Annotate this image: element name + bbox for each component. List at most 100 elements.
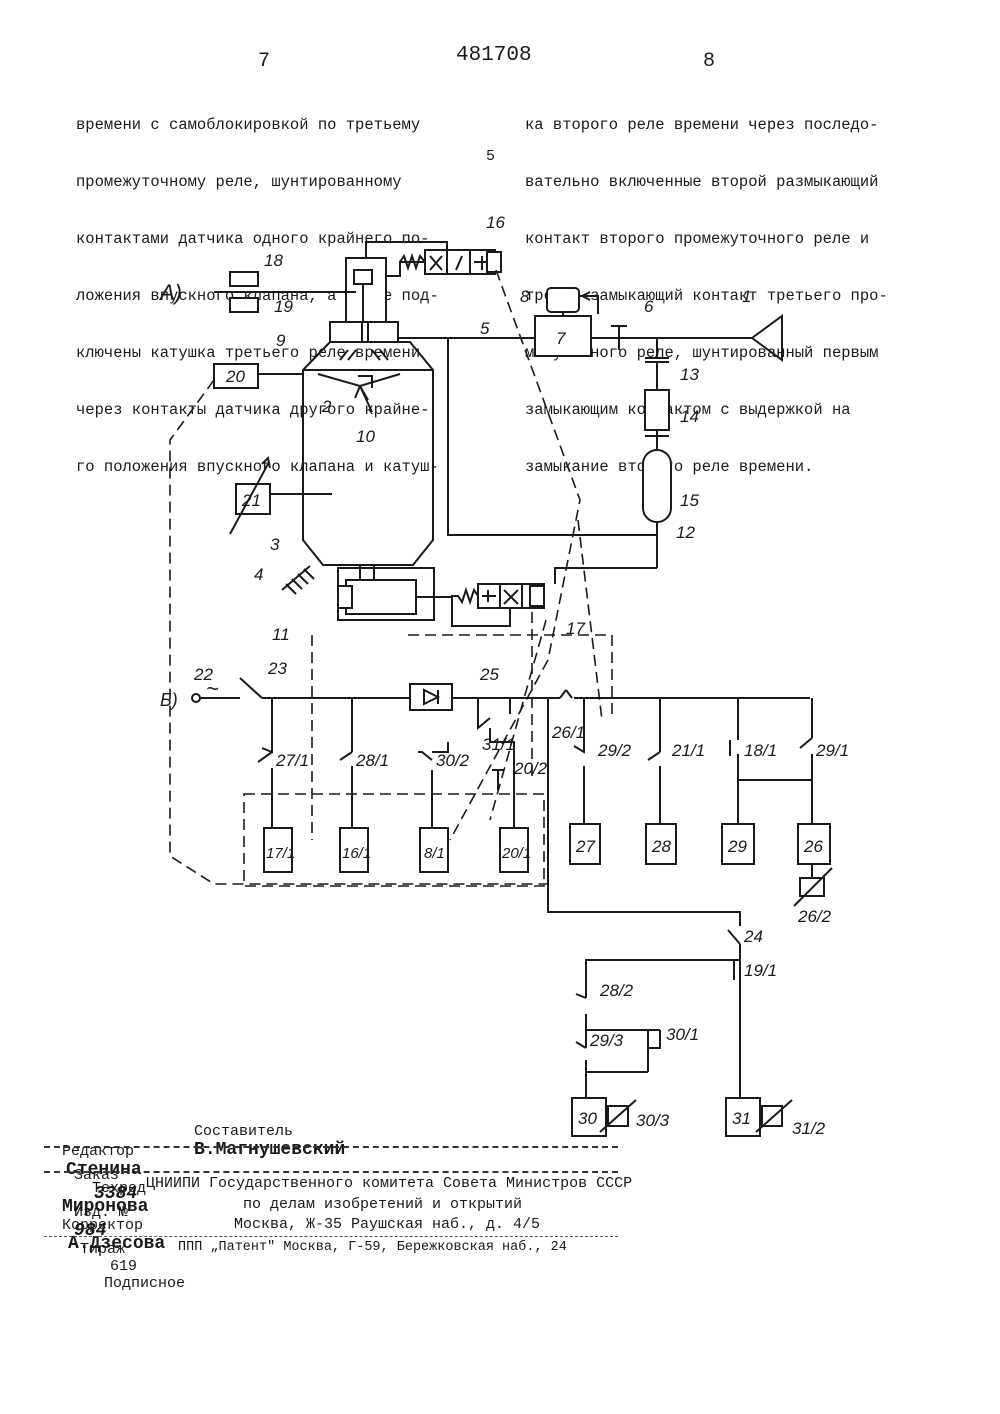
org-line-3: Москва, Ж-35 Раушская наб., д. 4/5 [234,1216,540,1233]
box-21-label: 21 [241,491,261,510]
edition-label: Изд. № [74,1204,128,1221]
label-4: 4 [254,565,263,584]
imprint-divider-printer [44,1236,618,1237]
print-run-value: 619 [110,1258,137,1275]
diagram-stroke [360,386,368,400]
order-label: Заказ [74,1167,119,1184]
diagram-stroke [728,960,740,980]
filter-14 [645,390,669,430]
label-11: 11 [272,625,290,644]
diagram-stroke [730,698,738,824]
label-19-1: 19/1 [744,961,777,980]
compiler-label: Составитель [194,1123,293,1140]
label-22: 22 [193,665,213,684]
label-13: 13 [680,365,699,384]
cylinder-11 [346,580,416,614]
relay-27-label: 27 [575,837,595,856]
label-17: 17 [566,619,585,638]
diagram-stroke [340,752,352,760]
relay-31-label: 31 [732,1109,751,1128]
relay-30-label: 30 [578,1109,597,1128]
imprint-compiler-row: Составитель В.Магнушевский [176,1106,345,1160]
relay-28-label: 28 [651,837,671,856]
coil-17-1-label: 17/1 [266,845,295,862]
diagram-stroke [262,698,272,828]
diagram-stroke [286,569,314,594]
label-28-2: 28/2 [599,981,634,1000]
actuator-piston [354,270,372,284]
label-2: 2 [321,397,332,416]
label-30-2: 30/2 [436,751,470,770]
label-30-3: 30/3 [636,1111,670,1130]
diagram-stroke [574,698,584,824]
diagram-stroke [492,770,504,790]
diagram-stroke [530,586,544,606]
label-25: 25 [479,665,499,684]
label-5: 5 [480,319,490,338]
coil-8-1-label: 8/1 [424,845,445,862]
label-26-1: 26/1 [551,723,585,742]
label-18: 18 [264,251,283,270]
diagram-stroke [386,262,425,276]
diagram-stroke [355,386,360,398]
diagram-stroke [340,350,388,360]
diagram-stroke [555,568,657,584]
label-24: 24 [743,927,763,946]
label-1: 1 [742,287,751,306]
rectifier-25 [410,684,452,710]
diagram-stroke [800,698,812,824]
diagram-stroke [478,698,514,828]
label-16: 16 [486,213,505,232]
diagram-stroke [258,752,272,762]
diagram-stroke [487,252,501,272]
diagram-stroke [448,338,657,535]
label-20-2: 20/2 [513,759,548,778]
box-7-label: 7 [556,329,566,348]
print-run-label: Тираж [80,1241,125,1258]
label-14: 14 [680,407,699,426]
label-27-1: 27/1 [275,751,309,770]
relay-29-label: 29 [727,837,747,856]
label-6: 6 [644,297,654,316]
receiver-15 [643,450,671,522]
label-9: 9 [276,331,286,350]
sensor-18 [230,272,258,286]
imprint-divider-top [44,1146,618,1148]
label-18-1: 18/1 [744,741,777,760]
edition-value: 984 [74,1221,106,1241]
subscription-label: Подписное [104,1275,185,1292]
diagram-stroke [560,690,572,698]
coil-16-1-label: 16/1 [342,845,371,862]
diagram-stroke [240,678,262,698]
label-21-1: 21/1 [671,741,705,760]
order-value: 3384 [94,1184,137,1204]
section-a-label: А) [158,280,182,305]
org-line-2: по делам изобретений и открытий [243,1196,522,1213]
label-29-2: 29/2 [597,741,632,760]
diagram-stroke [338,586,352,608]
printer-line: ППП „Патент" Москва, Г-59, Бережковская … [178,1240,567,1255]
air-source-1 [752,316,782,360]
relay-26-label: 26 [803,837,823,856]
label-28-1: 28/1 [355,751,389,770]
label-15: 15 [680,491,699,510]
section-b-label: Б) [160,690,178,710]
box-20-label: 20 [225,367,245,386]
label-31-2: 31/2 [792,1119,826,1138]
label-8: 8 [520,287,530,306]
diagram-stroke [192,694,200,702]
sensor-19 [230,298,258,312]
label-10: 10 [356,427,375,446]
label-12: 12 [676,523,695,542]
diagram-stroke [170,380,548,884]
solenoid-8 [547,288,579,312]
label-29-3: 29/3 [589,1031,624,1050]
imprint-divider-bottom [44,1171,618,1173]
diagram-stroke [648,698,660,824]
label-31-1: 31/1 [482,735,515,754]
label-30-1: 30/1 [666,1025,699,1044]
coil-20-1-label: 20/1 [501,845,531,862]
valve-actuator [346,258,386,322]
label-29-1: 29/1 [815,741,849,760]
label-19: 19 [274,297,293,316]
